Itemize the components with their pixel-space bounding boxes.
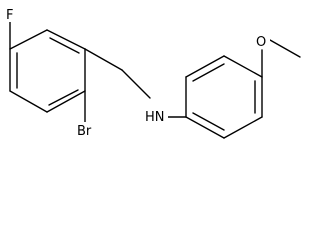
ring2-double-bond-a — [192, 63, 225, 82]
bond-oxygen-to-methyl — [269, 39, 301, 58]
methoxyphenyl-ring — [185, 55, 263, 139]
atom-label-bromine: Br — [76, 122, 98, 139]
ring1-bond-c4-c5 — [9, 90, 48, 113]
ring2-double-bond-c — [192, 112, 225, 131]
atom-label-fluorine: F — [4, 6, 18, 23]
ring1-double-bond-a — [49, 37, 80, 54]
ring2-bond-c5-c6 — [223, 116, 263, 139]
oxygen-label: O — [256, 35, 266, 50]
ring1-bond-c1-c2 — [46, 29, 86, 50]
fluorine-label: F — [6, 8, 13, 23]
ring1-double-bond-b — [48, 89, 79, 106]
amine-label: HN — [145, 110, 165, 125]
ring2-bond-c6-c1 — [185, 116, 225, 139]
bromine-label: Br — [77, 124, 92, 139]
ring1-bond-c6-c1 — [9, 29, 48, 50]
atom-label-amine: HN — [144, 108, 168, 125]
bond-ch2-to-nh — [121, 69, 151, 99]
ring2-bond-c2-c3 — [185, 55, 225, 78]
ring2-bond-c3-c4 — [223, 55, 263, 78]
bromofluorophenyl-ring — [9, 29, 86, 113]
bond-ring1-to-ch2 — [84, 48, 123, 71]
chemical-structure-diagram: F Br HN O — [4, 6, 301, 139]
ring1-bond-c3-c4 — [46, 90, 86, 113]
atom-label-oxygen: O — [255, 32, 270, 50]
